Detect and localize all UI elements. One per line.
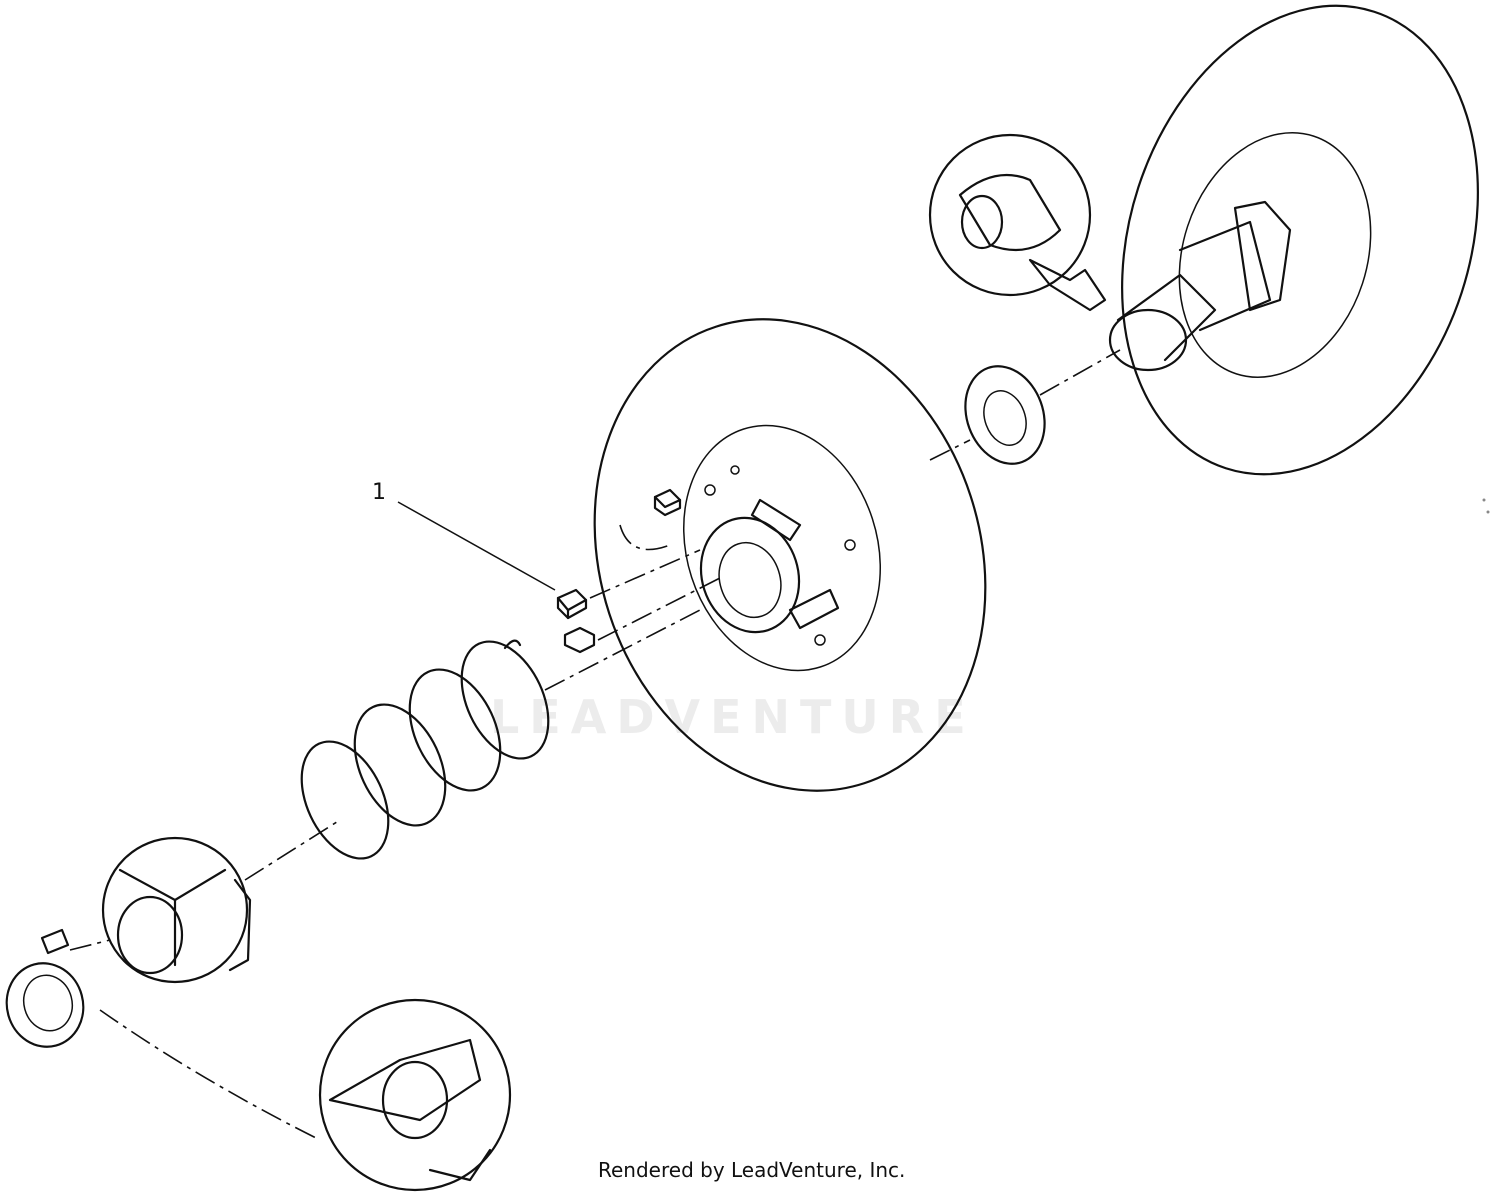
compression-spring[interactable] [284,628,565,873]
spider-cam[interactable] [101,836,252,984]
assembly-centerline-8 [99,1009,321,1141]
movable-sheave[interactable] [535,268,1045,842]
assembly-centerline-1 [589,549,701,599]
thrust-washer[interactable] [952,355,1058,475]
callout-label-1[interactable]: 1 [372,480,386,505]
assembly-centerline-5 [1039,349,1121,396]
assembly-centerline-6 [619,524,671,551]
assembly-centerline-9 [69,939,111,951]
watermark-text: LEADVENTURE [490,690,976,744]
render-credit: Rendered by LeadVenture, Inc. [598,1158,906,1182]
edge-speck-marks [1482,498,1490,514]
set-screw[interactable] [40,928,70,955]
shaft-detail-inset [928,133,1107,312]
slider-nut[interactable] [563,626,596,654]
callout-leader-line [397,501,556,591]
assembly-centerline-4 [929,439,971,461]
slider-button-upper[interactable] [653,488,682,517]
assembly-centerline-2 [597,577,721,641]
assembly-centerline-7 [244,819,341,881]
assembly-centerline-3 [544,609,701,691]
fixed-sheave[interactable] [1064,0,1500,521]
cover-cap[interactable] [318,998,512,1192]
cam-slider-button[interactable] [556,588,588,620]
seal-ring[interactable] [0,955,93,1056]
